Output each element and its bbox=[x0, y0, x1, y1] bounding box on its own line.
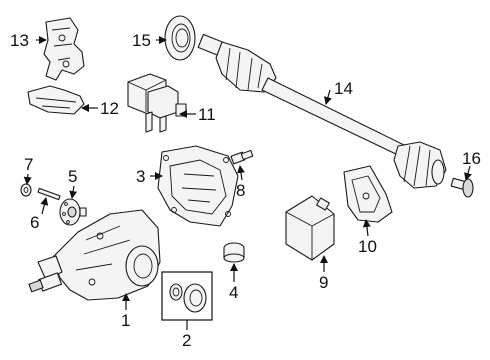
callout-2: 2 bbox=[182, 331, 191, 350]
seal-ring-part bbox=[164, 15, 196, 61]
callout-15: 15 bbox=[132, 31, 151, 50]
callout-7: 7 bbox=[24, 155, 33, 174]
leader-6 bbox=[40, 197, 49, 215]
axle-shaft-part bbox=[197, 33, 447, 189]
vent-valve-part bbox=[230, 149, 254, 165]
callout-14: 14 bbox=[334, 79, 353, 98]
differential-housing-part bbox=[28, 209, 161, 301]
callout-11: 11 bbox=[198, 105, 216, 124]
bracket-part bbox=[43, 17, 85, 81]
washer-part bbox=[20, 183, 32, 197]
leader-lines bbox=[23, 36, 472, 330]
drain-plug-part bbox=[223, 242, 245, 263]
callout-labels: 13 12 11 15 14 16 3 8 7 6 5 1 4 2 9 10 bbox=[10, 31, 481, 350]
seal-kit-part bbox=[161, 271, 213, 321]
pin-part bbox=[37, 187, 61, 201]
control-module-part bbox=[285, 195, 335, 261]
callout-5: 5 bbox=[68, 167, 77, 186]
leader-16 bbox=[464, 165, 472, 181]
callout-4: 4 bbox=[229, 283, 238, 302]
shield-plate-part bbox=[27, 85, 85, 115]
callout-12: 12 bbox=[100, 99, 119, 118]
differential-cover-part bbox=[157, 145, 239, 227]
leader-10 bbox=[362, 219, 371, 237]
callout-8: 8 bbox=[236, 181, 245, 200]
callout-13: 13 bbox=[10, 31, 29, 50]
flange-part bbox=[59, 198, 87, 226]
callout-10: 10 bbox=[358, 237, 377, 256]
leader-7 bbox=[23, 173, 32, 185]
callout-9: 9 bbox=[319, 273, 328, 292]
axle-nut-part bbox=[450, 177, 474, 198]
callout-16: 16 bbox=[462, 149, 481, 168]
callout-3: 3 bbox=[136, 167, 145, 186]
callout-1: 1 bbox=[121, 311, 130, 330]
leader-8 bbox=[237, 165, 245, 181]
module-bracket-part bbox=[343, 165, 393, 223]
leader-5 bbox=[69, 185, 78, 199]
actuator-module-part bbox=[127, 73, 187, 133]
leader-14 bbox=[324, 89, 332, 105]
callout-6: 6 bbox=[30, 213, 39, 232]
